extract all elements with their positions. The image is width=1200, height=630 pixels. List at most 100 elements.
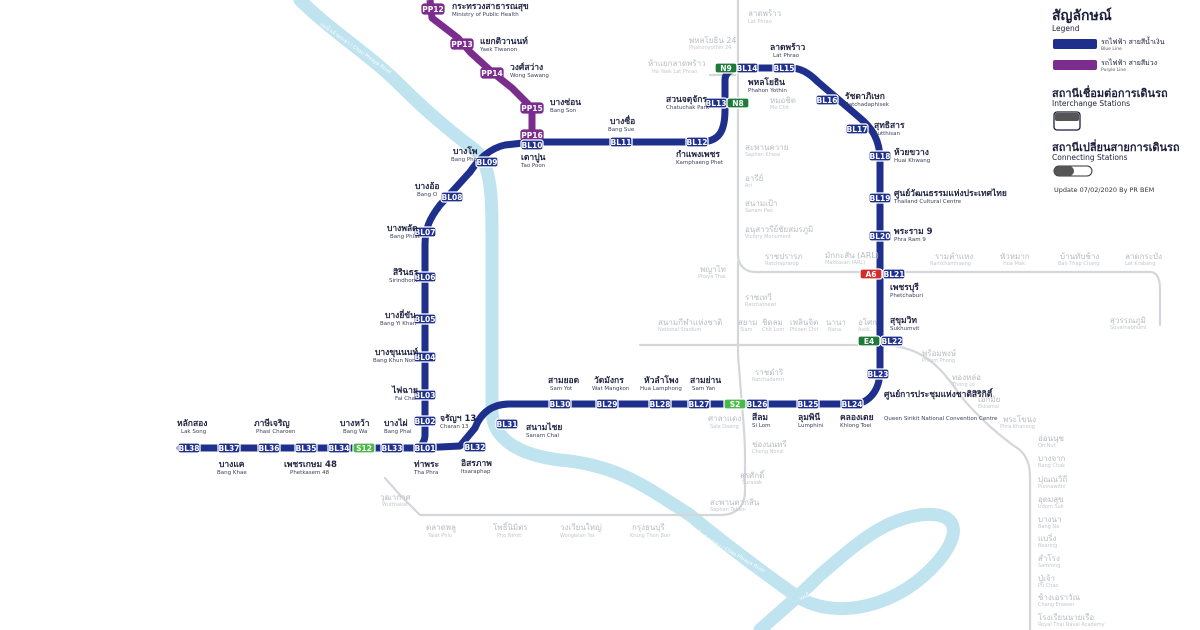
station-bl23[interactable]: BL23 [866, 368, 890, 380]
station-bl30[interactable]: BL30 [548, 398, 572, 410]
station-pill[interactable] [495, 418, 519, 430]
station-pill[interactable] [380, 442, 404, 454]
station-bl32[interactable]: BL32 [463, 441, 487, 453]
station-pill[interactable] [726, 97, 750, 109]
station-pill[interactable] [609, 136, 633, 148]
station-pill[interactable] [595, 398, 619, 410]
station-bl03[interactable]: BL03 [413, 389, 437, 401]
station-bl04[interactable]: BL04 [413, 351, 437, 363]
station-pp15[interactable]: PP15 [520, 102, 544, 114]
station-bl15[interactable]: BL15 [772, 62, 796, 74]
station-pill[interactable] [520, 139, 544, 151]
station-pill[interactable] [475, 156, 499, 168]
station-pill[interactable] [217, 442, 241, 454]
station-pill[interactable] [866, 368, 890, 380]
station-bl11[interactable]: BL11 [609, 136, 633, 148]
station-bl37[interactable]: BL37 [217, 442, 241, 454]
station-pill[interactable] [548, 398, 572, 410]
station-bl38[interactable]: BL38 [177, 442, 201, 454]
station-pill[interactable] [327, 442, 351, 454]
station-pill[interactable] [857, 335, 881, 347]
station-bl33[interactable]: BL33 [380, 442, 404, 454]
station-bl25[interactable]: BL25 [796, 398, 820, 410]
station-pill[interactable] [815, 94, 839, 106]
station-pill[interactable] [294, 442, 318, 454]
station-pill[interactable] [868, 150, 892, 162]
station-pill[interactable] [772, 62, 796, 74]
station-pill[interactable] [463, 441, 487, 453]
station-bl31[interactable]: BL31 [495, 418, 519, 430]
station-n8[interactable]: N8 [726, 97, 750, 109]
station-bl06[interactable]: BL06 [413, 271, 437, 283]
station-bl12[interactable]: BL12 [685, 136, 709, 148]
station-pill[interactable] [480, 67, 504, 79]
station-bl21[interactable]: BL21 [882, 268, 906, 280]
station-pill[interactable] [723, 398, 747, 410]
station-bl17[interactable]: BL17 [845, 123, 869, 135]
station-pill[interactable] [413, 442, 437, 454]
svg-text:พร้อมพงษ์: พร้อมพงษ์ [922, 348, 956, 358]
station-pill[interactable] [714, 62, 738, 74]
station-bl27[interactable]: BL27 [687, 398, 711, 410]
station-pill[interactable] [450, 38, 474, 50]
station-pill[interactable] [880, 335, 904, 347]
station-pp14[interactable]: PP14 [480, 67, 504, 79]
station-n9[interactable]: N9 [714, 62, 738, 74]
station-bl19[interactable]: BL19 [868, 192, 892, 204]
station-bl35[interactable]: BL35 [294, 442, 318, 454]
station-pill[interactable] [257, 442, 281, 454]
station-pp16[interactable]: PP16 [520, 129, 544, 141]
station-pp12[interactable]: PP12 [421, 3, 445, 15]
station-bl24[interactable]: BL24 [840, 398, 864, 410]
station-pill[interactable] [413, 351, 437, 363]
station-pill[interactable] [413, 389, 437, 401]
station-bl29[interactable]: BL29 [595, 398, 619, 410]
station-s12[interactable]: S12 [352, 442, 376, 454]
station-pill[interactable] [440, 191, 464, 203]
station-bl26[interactable]: BL26 [745, 398, 769, 410]
station-bl34[interactable]: BL34 [327, 442, 351, 454]
svg-text:Bang Sue: Bang Sue [608, 127, 635, 133]
station-a6[interactable]: A6 [859, 268, 883, 280]
station-pill[interactable] [413, 271, 437, 283]
station-pill[interactable] [882, 268, 906, 280]
station-s2[interactable]: S2 [723, 398, 747, 410]
station-pp13[interactable]: PP13 [450, 38, 474, 50]
station-pill[interactable] [685, 136, 709, 148]
station-bl22[interactable]: BL22 [880, 335, 904, 347]
svg-text:Surasak: Surasak [742, 480, 762, 486]
station-pill[interactable] [421, 3, 445, 15]
station-bl08[interactable]: BL08 [440, 191, 464, 203]
station-pill[interactable] [845, 123, 869, 135]
station-pill[interactable] [687, 398, 711, 410]
station-bl28[interactable]: BL28 [648, 398, 672, 410]
station-bl07[interactable]: BL07 [413, 226, 437, 238]
station-pill[interactable] [859, 268, 883, 280]
station-pill[interactable] [177, 442, 201, 454]
station-bl14[interactable]: BL14 [735, 62, 759, 74]
station-pill[interactable] [413, 226, 437, 238]
station-code: BL07 [415, 228, 436, 237]
station-pill[interactable] [648, 398, 672, 410]
station-bl01[interactable]: BL01 [413, 442, 437, 454]
station-pill[interactable] [840, 398, 864, 410]
station-pill[interactable] [352, 442, 376, 454]
station-bl20[interactable]: BL20 [868, 230, 892, 242]
station-e4[interactable]: E4 [857, 335, 881, 347]
station-bl09[interactable]: BL09 [475, 156, 499, 168]
station-bl05[interactable]: BL05 [413, 313, 437, 325]
station-bl18[interactable]: BL18 [868, 150, 892, 162]
station-pill[interactable] [413, 313, 437, 325]
station-pill[interactable] [520, 102, 544, 114]
svg-text:Nana: Nana [828, 327, 841, 333]
svg-text:ลาดพร้าว: ลาดพร้าว [748, 9, 781, 18]
station-bl36[interactable]: BL36 [257, 442, 281, 454]
station-bl02[interactable]: BL02 [413, 415, 437, 427]
station-pill[interactable] [868, 192, 892, 204]
station-code: A6 [865, 270, 876, 279]
station-bl10[interactable]: BL10 [520, 139, 544, 151]
station-pill[interactable] [868, 230, 892, 242]
station-pill[interactable] [413, 415, 437, 427]
station-pill[interactable] [796, 398, 820, 410]
station-bl16[interactable]: BL16 [815, 94, 839, 106]
